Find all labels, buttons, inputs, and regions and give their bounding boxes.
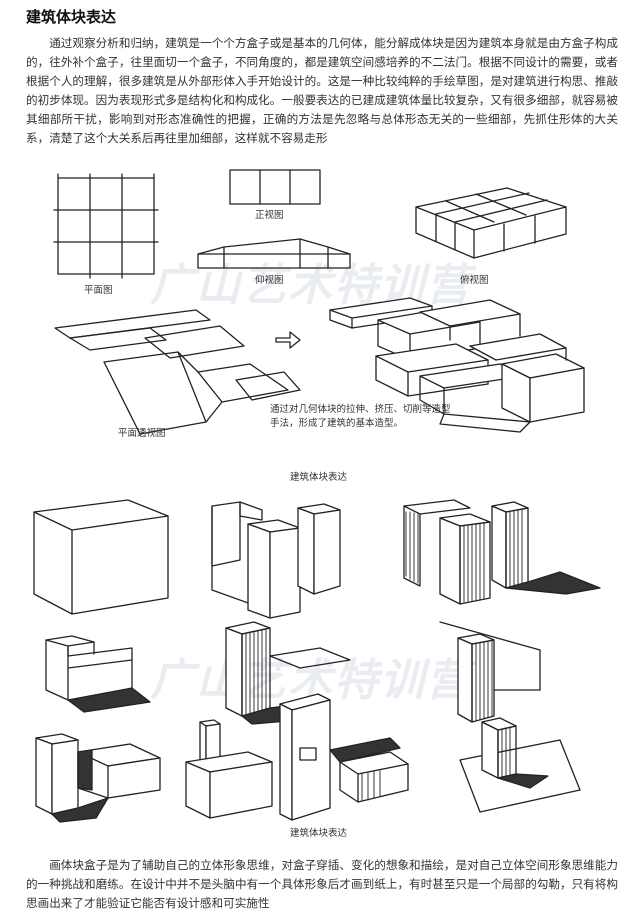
sketch-two-boxes — [35, 733, 161, 823]
front-view-label: 正视图 — [255, 209, 284, 221]
sketch-cut-block — [459, 717, 581, 813]
sketch-u-block — [211, 501, 341, 619]
plan-label: 平面图 — [84, 285, 113, 296]
worm-view-drawing — [197, 238, 351, 269]
transform-arrow-icon — [275, 331, 301, 349]
extruded-massing-drawing — [329, 297, 585, 433]
intro-paragraph: 通过观察分析和归纳，建筑是一个个方盒子或是基本的几何体，能分解成体块是因为建筑本… — [26, 36, 618, 145]
bird-view-label: 俯视图 — [460, 274, 489, 286]
closing-paragraph: 画体块盒子是为了辅助自己的立体形象思维，对盒子穿插、变化的想象和描绘，是对自己立… — [26, 858, 618, 910]
massing-note-line1: 通过对几何体块的拉伸、挤压、切削等造型 — [270, 403, 451, 415]
figure2-caption: 建筑体块表达 — [290, 827, 348, 839]
worm-view-label: 仰视图 — [255, 274, 284, 286]
plan-grid-drawing — [53, 173, 159, 279]
sketch-cube — [33, 499, 169, 615]
plan-perspective-drawing — [54, 309, 301, 435]
massing-note-line2: 手法，形成了建筑的基本造型。 — [270, 417, 403, 429]
front-view-drawing — [229, 169, 321, 205]
bird-view-drawing — [415, 187, 567, 259]
figure-box-sketches: 广山艺术特训营 — [33, 499, 601, 839]
sketch-l-block — [45, 635, 151, 713]
figure1-caption: 建筑体块表达 — [290, 471, 348, 483]
page-title: 建筑体块表达 — [26, 8, 117, 26]
sketch-slanted-wall — [439, 621, 541, 723]
plan-perspective-label: 平面透视图 — [118, 427, 166, 439]
sketch-complex-cluster — [185, 693, 409, 821]
sketch-shaded-block — [403, 499, 601, 605]
figure-block-views: 广山艺术特训营 平面图 正视图 仰视图 俯视图 — [53, 169, 585, 483]
